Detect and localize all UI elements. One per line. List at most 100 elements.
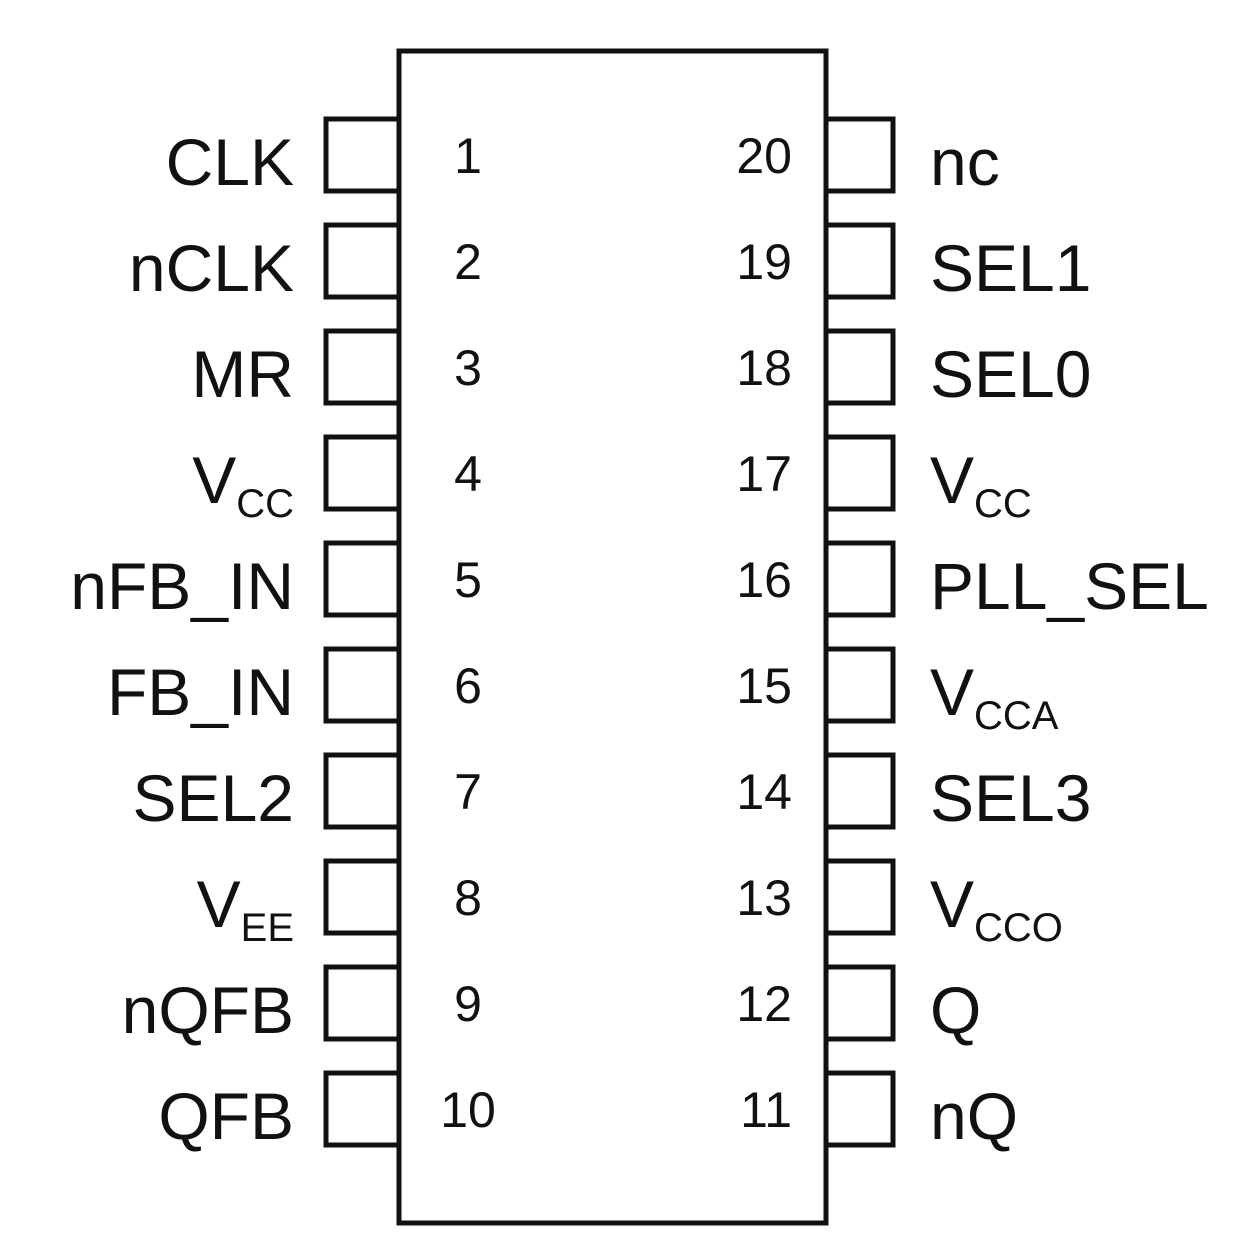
pin-name-text: V <box>197 867 241 941</box>
pin-17: 17 VCC <box>736 434 1032 526</box>
pin-lead <box>323 964 399 1042</box>
pin-lead <box>323 858 399 936</box>
pin-name-text: V <box>192 443 236 517</box>
pin-lead <box>826 116 896 194</box>
pin-name: SEL2 <box>133 761 294 835</box>
pin-number: 1 <box>454 128 482 184</box>
pin-name-text: nQFB <box>122 973 294 1047</box>
pin-number: 14 <box>736 764 792 820</box>
pin-name-text: SEL2 <box>133 761 294 835</box>
pin-16: 16 PLL_SEL <box>736 540 1209 623</box>
pin-19: 19 SEL1 <box>736 222 1091 305</box>
pin-name-text: QFB <box>158 1079 294 1153</box>
pin-name: VCCO <box>930 867 1063 950</box>
pin-name-subscript: CC <box>236 482 294 526</box>
pin-number: 7 <box>454 764 482 820</box>
pin-name-text: CLK <box>166 125 294 199</box>
pin-lead <box>826 752 896 830</box>
pin-name-text: SEL1 <box>930 231 1091 305</box>
pin-number: 20 <box>736 128 792 184</box>
pin-number: 16 <box>736 552 792 608</box>
pin-lead <box>323 328 399 406</box>
pin-name-text: Q <box>930 973 981 1047</box>
pin-name-text: nQ <box>930 1079 1018 1153</box>
pin-name: Q <box>930 973 981 1047</box>
pin-3: 3 MR <box>191 328 482 411</box>
pin-11: 11 nQ <box>740 1070 1018 1153</box>
pin-number: 15 <box>736 658 792 714</box>
pin-name: nc <box>930 125 1000 199</box>
pin-number: 6 <box>454 658 482 714</box>
left-pin-column: 1CLK2nCLK3MR4VCC5nFB_IN6FB_IN7SEL28VEE9n… <box>70 116 496 1153</box>
pin-name: VEE <box>197 867 294 950</box>
pin-9: 9 nQFB <box>122 964 482 1047</box>
pin-lead <box>826 328 896 406</box>
pin-5: 5 nFB_IN <box>70 540 482 623</box>
pin-lead <box>826 964 896 1042</box>
pin-number: 9 <box>454 976 482 1032</box>
pin-number: 3 <box>454 340 482 396</box>
pin-name-text: SEL3 <box>930 761 1091 835</box>
pin-6: 6 FB_IN <box>107 646 482 729</box>
pin-lead <box>323 540 399 618</box>
pin-name: nCLK <box>129 231 294 305</box>
pin-lead <box>826 434 896 512</box>
pin-number: 2 <box>454 234 482 290</box>
pin-12: 12 Q <box>736 964 981 1047</box>
pin-lead <box>323 434 399 512</box>
pin-name: VCC <box>192 443 294 526</box>
pin-number: 8 <box>454 870 482 926</box>
pin-lead <box>323 1070 399 1148</box>
ic-package-body <box>396 48 829 1226</box>
pin-14: 14 SEL3 <box>736 752 1091 835</box>
pin-name: PLL_SEL <box>930 549 1209 623</box>
pin-lead <box>323 222 399 300</box>
pin-18: 18 SEL0 <box>736 328 1091 411</box>
pin-name-text: nFB_IN <box>70 549 294 623</box>
pin-lead <box>826 222 896 300</box>
pin-name-text: V <box>930 867 974 941</box>
pin-number: 17 <box>736 446 792 502</box>
pin-lead <box>826 1070 896 1148</box>
pin-lead <box>323 646 399 724</box>
pin-number: 13 <box>736 870 792 926</box>
pin-name: QFB <box>158 1079 294 1153</box>
pin-name-text: nc <box>930 125 1000 199</box>
pin-lead <box>826 540 896 618</box>
pin-name: SEL0 <box>930 337 1091 411</box>
pin-name-text: FB_IN <box>107 655 294 729</box>
pin-name-text: V <box>930 443 974 517</box>
pin-number: 12 <box>736 976 792 1032</box>
pin-number: 5 <box>454 552 482 608</box>
pin-lead <box>323 116 399 194</box>
pin-name: SEL3 <box>930 761 1091 835</box>
pin-lead <box>323 752 399 830</box>
pin-name-text: MR <box>191 337 294 411</box>
pin-2: 2 nCLK <box>129 222 482 305</box>
pin-10: 10 QFB <box>158 1070 496 1153</box>
pin-number: 10 <box>440 1082 496 1138</box>
pin-number: 11 <box>740 1082 792 1138</box>
pin-8: 8 VEE <box>197 858 482 950</box>
pin-name: SEL1 <box>930 231 1091 305</box>
pin-7: 7 SEL2 <box>133 752 482 835</box>
pin-name-text: SEL0 <box>930 337 1091 411</box>
pin-name: VCCA <box>930 655 1059 738</box>
pin-name: VCC <box>930 443 1032 526</box>
pin-name: FB_IN <box>107 655 294 729</box>
pin-name: nQ <box>930 1079 1018 1153</box>
pin-15: 15 VCCA <box>736 646 1059 738</box>
pin-20: 20 nc <box>736 116 1000 199</box>
pin-number: 18 <box>736 340 792 396</box>
pin-number: 19 <box>736 234 792 290</box>
pin-lead <box>826 858 896 936</box>
pin-name: nFB_IN <box>70 549 294 623</box>
pin-name-text: V <box>930 655 974 729</box>
pin-lead <box>826 646 896 724</box>
pin-name-subscript: EE <box>241 906 294 950</box>
pin-name-subscript: CCA <box>974 694 1059 738</box>
pin-name: nQFB <box>122 973 294 1047</box>
